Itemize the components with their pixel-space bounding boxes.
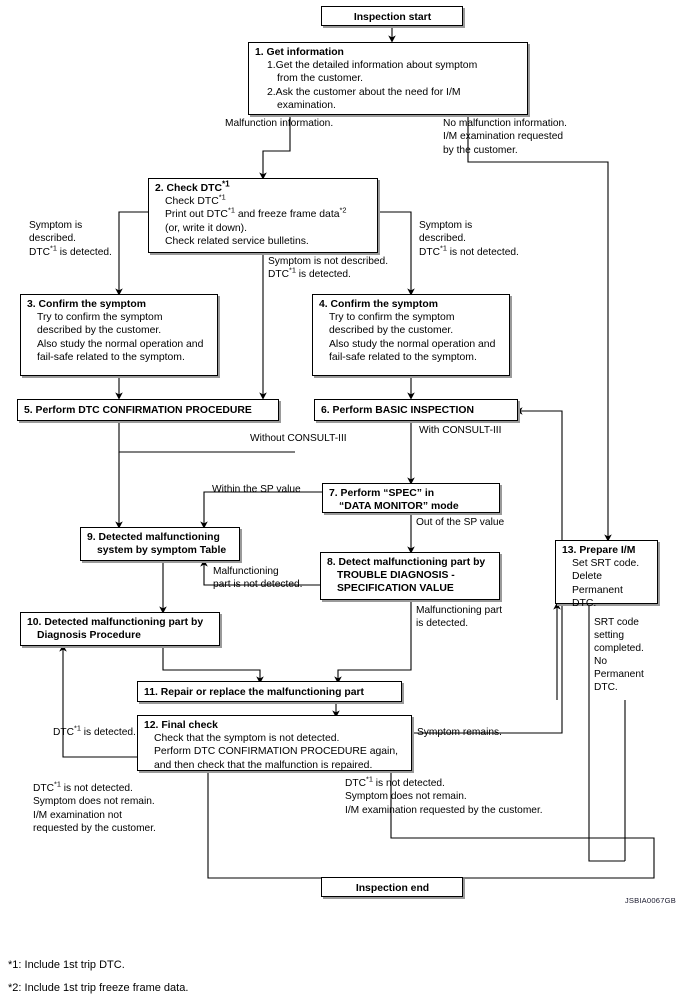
step-12-line-3: and then check that the malfunction is r… — [154, 759, 373, 771]
step-2-line-3: (or, write it down). — [165, 222, 247, 234]
step-11-repair-or-replace[interactable]: 11. Repair or replace the malfunctioning… — [137, 681, 402, 702]
step-4-title: 4. Confirm the symptom — [319, 299, 438, 310]
edge-label-symptom-not-described: Symptom is not described. DTC*1 is detec… — [268, 256, 389, 281]
edge-label-out-of-sp-value: Out of the SP value — [416, 517, 505, 528]
step-13-title: 13. Prepare I/M — [562, 545, 636, 556]
step-9-line-2: system by symptom Table — [97, 545, 227, 557]
step-12-title: 12. Final check — [144, 720, 218, 731]
edge-label-no-malfunction-information: No malfunction information. I/M examinat… — [443, 118, 568, 156]
edge-label-bottom-right-outcome: DTC*1 is not detected. Symptom does not … — [345, 774, 543, 816]
edge-label-malfunctioning-part-not-detected: Malfunctioning part is not detected. — [213, 566, 303, 591]
step-4-line-4: fail-safe related to the symptom. — [329, 351, 477, 363]
step-8-line-3: SPECIFICATION VALUE — [337, 583, 454, 595]
step-10-line-1: 10. Detected malfunctioning part by — [27, 617, 204, 628]
node-inspection-start[interactable]: Inspection start — [321, 6, 463, 26]
step-1-get-information[interactable]: 1. Get information 1.Get the detailed in… — [248, 42, 528, 115]
step-4-confirm-the-symptom[interactable]: 4. Confirm the symptom Try to confirm th… — [312, 294, 510, 376]
step-7-line-1: 7. Perform “SPEC” in — [329, 488, 435, 499]
step-2-line-2: Print out DTC*1 and freeze frame data*2 — [165, 205, 347, 221]
footnote-ref-1: *1 — [288, 266, 296, 276]
edge-label-dtc-is-detected: DTC*1 is detected. — [53, 723, 136, 738]
footnote-1: *1: Include 1st trip DTC. — [8, 959, 125, 971]
edge-label-with-consult: With CONSULT-III — [419, 425, 502, 436]
edge-label-bottom-left-outcome: DTC*1 is not detected. Symptom does not … — [33, 779, 156, 835]
edge-label-srt-code-completed: SRT code setting completed. No Permanent… — [594, 617, 644, 693]
footnote-ref-1: *1 — [227, 205, 235, 215]
footnote-ref-1: *1 — [53, 779, 61, 789]
step-8-detect-malfunctioning-part[interactable]: 8. Detect malfunctioning part by TROUBLE… — [320, 552, 500, 600]
step-1-line-2: from the customer. — [277, 73, 364, 85]
step-7-perform-spec-data-monitor[interactable]: 7. Perform “SPEC” in “DATA MONITOR” mode — [322, 483, 500, 513]
step-13-line-1: Set SRT code. — [572, 558, 640, 570]
footnote-ref-1: *1 — [439, 243, 447, 253]
diagram-id-code: JSBIA0067GB — [624, 896, 676, 905]
step-7-line-2: “DATA MONITOR” mode — [339, 501, 459, 513]
step-10-line-2: Diagnosis Procedure — [37, 630, 141, 642]
step-12-line-2: Perform DTC CONFIRMATION PROCEDURE again… — [154, 746, 399, 758]
step-12-final-check[interactable]: 12. Final check Check that the symptom i… — [137, 715, 412, 771]
step-4-line-3: Also study the normal operation and — [329, 338, 496, 350]
step-13-line-2: Delete — [572, 571, 603, 583]
step-13-line-3: Permanent — [572, 584, 623, 596]
footnote-ref-1: *1 — [73, 723, 81, 733]
node-inspection-end[interactable]: Inspection end — [321, 877, 463, 897]
step-2-check-dtc[interactable]: 2. Check DTC*1 Check DTC*1 Print out DTC… — [148, 178, 378, 253]
step-4-line-2: described by the customer. — [329, 325, 454, 337]
step-12-line-1: Check that the symptom is not detected. — [154, 733, 340, 745]
step-13-prepare-im[interactable]: 13. Prepare I/M Set SRT code. Delete Per… — [555, 540, 658, 609]
step-8-line-2: TROUBLE DIAGNOSIS - — [337, 570, 455, 582]
step-3-line-1: Try to confirm the symptom — [37, 312, 163, 324]
step-2-title: 2. Check DTC*1 — [155, 179, 230, 194]
step-6-title: 6. Perform BASIC INSPECTION — [321, 405, 475, 416]
edge-label-right-symptom-described: Symptom is described. DTC*1 is not detec… — [419, 220, 519, 258]
edge-label-malfunctioning-part-detected: Malfunctioning part is detected. — [416, 605, 503, 630]
edge-label-without-consult: Without CONSULT-III — [250, 433, 347, 444]
footnote-ref-1: *1 — [49, 243, 57, 253]
step-1-line-3: 2.Ask the customer about the need for I/… — [267, 86, 461, 98]
step-13-line-4: DTC. — [572, 597, 597, 609]
step-8-line-1: 8. Detect malfunctioning part by — [327, 557, 486, 568]
step-2-line-1: Check DTC*1 — [165, 192, 226, 208]
step-1-line-1: 1.Get the detailed information about sym… — [267, 60, 478, 72]
step-1-title: 1. Get information — [255, 47, 344, 58]
step-9-detected-malfunctioning-system[interactable]: 9. Detected malfunctioning system by sym… — [80, 527, 240, 561]
footnote-ref-2: *2 — [339, 205, 347, 215]
step-11-title: 11. Repair or replace the malfunctioning… — [144, 686, 364, 698]
step-6-perform-basic-inspection[interactable]: 6. Perform BASIC INSPECTION — [314, 399, 518, 421]
step-10-detected-malfunctioning-part[interactable]: 10. Detected malfunctioning part by Diag… — [20, 612, 220, 646]
step-1-line-4: examination. — [277, 99, 336, 111]
step-4-line-1: Try to confirm the symptom — [329, 312, 455, 324]
node-inspection-start-label: Inspection start — [353, 12, 432, 23]
step-5-perform-dtc-confirmation-procedure[interactable]: 5. Perform DTC CONFIRMATION PROCEDURE — [17, 399, 279, 421]
edge-label-within-sp-value: Within the SP value — [212, 484, 301, 495]
step-3-line-2: described by the customer. — [37, 325, 162, 337]
step-9-line-1: 9. Detected malfunctioning — [87, 532, 220, 543]
step-2-line-4: Check related service bulletins. — [165, 235, 309, 247]
edge-label-malfunction-information: Malfunction information. — [225, 118, 334, 129]
footnote-2: *2: Include 1st trip freeze frame data. — [8, 982, 189, 994]
footnote-ref-1: *1 — [221, 179, 230, 189]
node-inspection-end-label: Inspection end — [355, 883, 430, 894]
edge-label-symptom-remains: Symptom remains. — [417, 727, 502, 738]
step-3-line-4: fail-safe related to the symptom. — [37, 351, 185, 363]
edge-label-left-symptom-described: Symptom is described. DTC*1 is detected. — [29, 220, 112, 258]
step-3-confirm-the-symptom[interactable]: 3. Confirm the symptom Try to confirm th… — [20, 294, 218, 376]
footnote-ref-1: *1 — [218, 192, 226, 202]
footnote-ref-1: *1 — [365, 774, 373, 784]
step-3-title: 3. Confirm the symptom — [27, 299, 146, 310]
step-5-title: 5. Perform DTC CONFIRMATION PROCEDURE — [24, 405, 252, 416]
step-3-line-3: Also study the normal operation and — [37, 338, 204, 350]
